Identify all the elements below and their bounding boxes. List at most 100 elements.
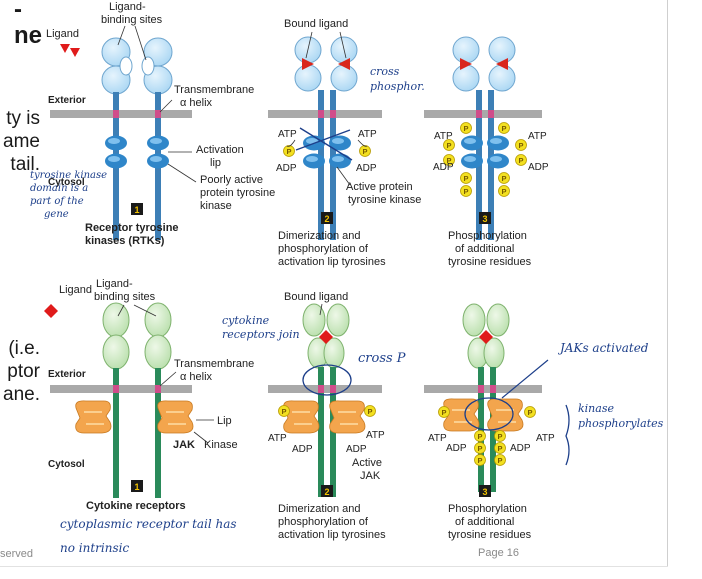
handwritten-tk-domain: domain is a [30, 183, 88, 194]
step-3-number: 3 [482, 214, 487, 224]
bound-ligand-label: Bound ligand [284, 18, 348, 30]
cytokine-caption-3-line3: tyrosine residues [448, 529, 532, 541]
exterior-label: Exterior [48, 369, 86, 380]
bound-ligand-icon [338, 58, 350, 70]
rtk-caption-1: Receptor tyrosine [85, 222, 179, 234]
jak-kinase [328, 399, 366, 434]
slide-bottom-border [0, 566, 668, 567]
footer-left-text: served [0, 548, 34, 560]
transmembrane-label-1: Transmembrane [174, 84, 254, 96]
step-3-number: 3 [482, 487, 487, 497]
handwritten-cross-phosphor: cross [370, 65, 400, 78]
bound-ligand-icon [302, 58, 314, 70]
handwritten-cytokine-join: cytokine [222, 314, 270, 327]
handwritten-cross-mark [295, 127, 353, 161]
membrane-2-top [268, 110, 382, 118]
handwritten-tk-domain: part of the [30, 196, 84, 207]
rtk-caption-3-line2: of additional [455, 243, 514, 255]
step-2-badge [321, 485, 333, 497]
slide-text-line-2: ame [3, 131, 40, 152]
step-3-badge [479, 485, 491, 497]
exterior-label: Exterior [48, 95, 86, 106]
handwritten-cross-phosphor: phosphor. [370, 80, 425, 93]
rtk-panel: Ligand Ligand- binding sites Transmembra… [46, 1, 549, 268]
adp-label: ADP [433, 162, 454, 173]
step-2-number: 2 [324, 487, 329, 497]
poorly-active-label-1: Poorly active [200, 174, 263, 186]
handwritten-tk-domain: tyrosine kinase [30, 170, 107, 181]
handwritten-tk-domain: gene [44, 209, 69, 220]
cytokine-caption-2-line3: activation lip tyrosines [278, 529, 386, 541]
poorly-active-label-2: protein tyrosine [200, 187, 275, 199]
atp-label: ATP [366, 430, 385, 441]
atp-label: ATP [528, 131, 547, 142]
atp-label: ATP [434, 131, 453, 142]
step-2-number: 2 [324, 214, 329, 224]
adp-label: ADP [510, 443, 531, 454]
activation-lip-label-1: Activation [196, 144, 244, 156]
cytokine-caption-3-line1: Phosphorylation [448, 503, 527, 515]
adp-label: ADP [446, 443, 467, 454]
step-2-badge [321, 212, 333, 224]
membrane-2-bottom [268, 385, 382, 393]
transmembrane-label-2: α helix [180, 97, 213, 109]
cytokine-panel: Ligand Ligand- binding sites Transmembra… [44, 278, 555, 541]
cytokine-caption-2-line2: phosphorylation of [278, 516, 369, 528]
slide-text-line-6: ane. [3, 384, 40, 405]
atp-label: ATP [278, 129, 297, 140]
step-1-number: 1 [134, 205, 139, 215]
binding-sites-label-1: Ligand- [109, 1, 146, 13]
lip-label: Lip [217, 415, 232, 427]
active-kinase-label-1: Active protein [346, 181, 413, 193]
slide-text-line-3: tail. [10, 154, 40, 175]
handwritten-cytokine-join: receptors join [222, 328, 300, 341]
bound-ligand-label: Bound ligand [284, 291, 348, 303]
active-kinase-label-2: tyrosine kinase [348, 194, 421, 206]
cytokine-receptor-pair-1 [74, 302, 194, 498]
footer-page-number: Page 16 [478, 547, 519, 559]
rtk-caption-2-line3: activation lip tyrosines [278, 256, 386, 268]
atp-label: ATP [428, 433, 447, 444]
rtk-caption-3-line3: tyrosine residues [448, 256, 532, 268]
ligand-icon [44, 304, 58, 318]
bound-ligand-icon [319, 330, 333, 344]
jak-kinase [74, 399, 112, 434]
active-jak-label-2: JAK [360, 470, 381, 482]
cytosol-label: Cytosol [48, 177, 85, 188]
handwritten-cytoplasmic-tail: cytoplasmic receptor tail has [60, 517, 237, 531]
ligand-label: Ligand [46, 28, 79, 40]
slide-text-line-1: ty is [6, 108, 40, 129]
active-jak-label-1: Active [352, 457, 382, 469]
jak-label: JAK [173, 439, 195, 451]
poorly-active-label-3: kinase [200, 200, 232, 212]
handwritten-kinase-phosphorylates: kinase [578, 402, 614, 415]
binding-sites-label-1: Ligand- [96, 278, 133, 290]
handwritten-cytoplasmic-tail: no intrinsic [60, 541, 129, 555]
jak-kinase [282, 399, 320, 434]
rtk-receptor-pair-1 [101, 37, 173, 240]
atp-label: ATP [268, 433, 287, 444]
handwritten-bracket [565, 404, 570, 466]
slide-title-fragment-ne: ne [13, 22, 42, 49]
adp-label: ADP [528, 162, 549, 173]
handwritten-cross-p: cross P [358, 351, 406, 366]
handwritten-circle [302, 364, 352, 396]
adp-label: ADP [346, 444, 367, 455]
step-3-badge [479, 212, 491, 224]
slide-text-line-4: (i.e. [8, 338, 40, 359]
cytokine-caption-2-line1: Dimerization and [278, 503, 361, 515]
binding-sites-label-2: binding sites [101, 14, 163, 26]
rtk-caption-3-line1: Phosphorylation [448, 230, 527, 242]
slide-right-border [667, 0, 668, 566]
ligand-icon [70, 48, 80, 57]
adp-label: ADP [292, 444, 313, 455]
handwritten-annotations: cross phosphor. tyrosine kinase domain i… [30, 65, 664, 555]
step-1-badge [131, 480, 143, 492]
slide-text-line-5: ptor [7, 361, 40, 382]
cytokine-receptor-pair-2 [278, 303, 376, 497]
kinase-label: Kinase [204, 439, 238, 451]
activation-lip-label-2: lip [210, 157, 221, 169]
membrane-1-bottom [50, 385, 192, 393]
ligand-icon [60, 44, 70, 53]
